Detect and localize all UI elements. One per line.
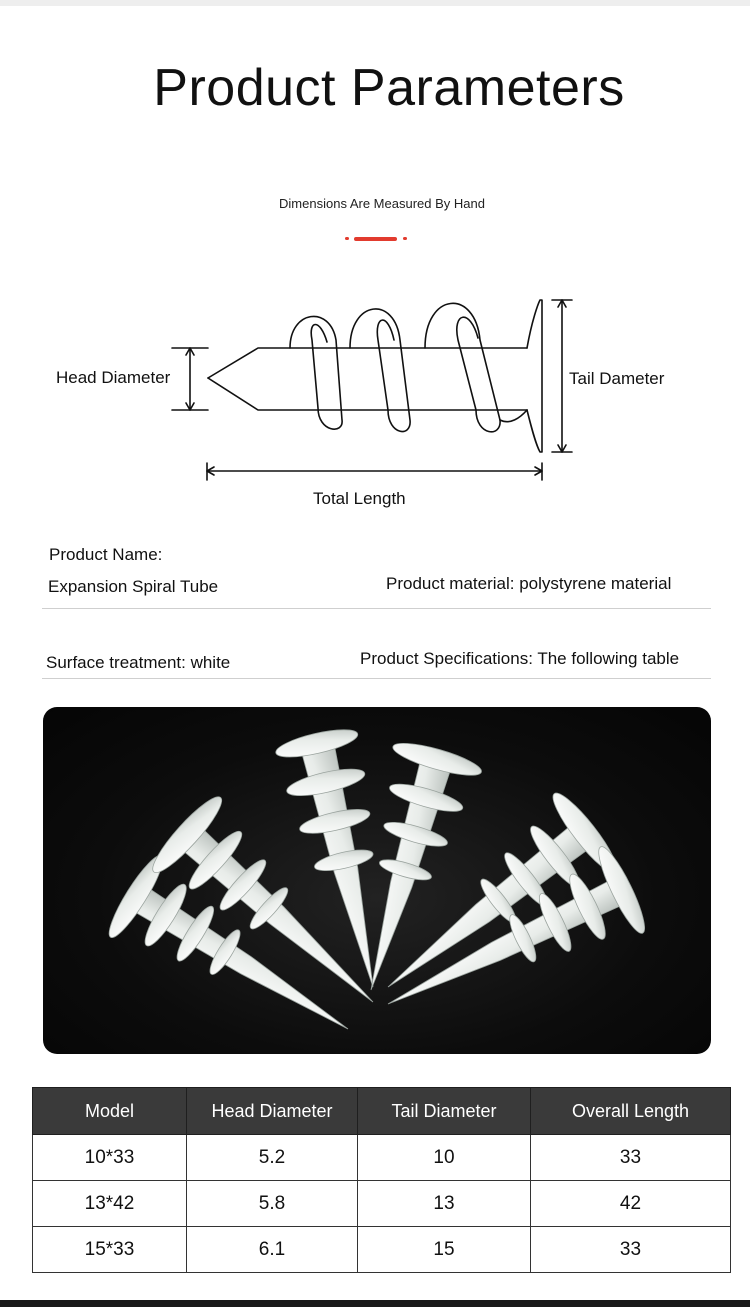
product-photo <box>43 707 711 1054</box>
col-header-overall-length: Overall Length <box>530 1087 731 1135</box>
divider-line <box>42 608 711 609</box>
table-cell: 15 <box>357 1226 531 1273</box>
page-subtitle: Dimensions Are Measured By Hand <box>279 196 485 211</box>
product-name-value: Expansion Spiral Tube <box>48 577 219 596</box>
top-border <box>0 0 750 6</box>
total-length-label: Total Length <box>313 489 406 508</box>
dimension-diagram: Head Diameter Tail Dameter Total Length <box>0 280 750 520</box>
table-cell: 6.1 <box>186 1226 358 1273</box>
product-specifications: Product Specifications: The following ta… <box>360 649 680 668</box>
table-header-row: Model Head Diameter Tail Diameter Overal… <box>32 1087 731 1135</box>
head-diameter-label: Head Diameter <box>56 368 171 387</box>
table-cell: 5.2 <box>186 1134 358 1181</box>
table-row: 15*33 6.1 15 33 <box>32 1226 731 1273</box>
spiral-anchors-image <box>108 729 645 1030</box>
accent-dash <box>354 237 397 241</box>
table-cell: 42 <box>530 1180 731 1227</box>
accent-dot <box>403 237 407 240</box>
specifications-table: Model Head Diameter Tail Diameter Overal… <box>32 1087 731 1273</box>
table-cell: 15*33 <box>32 1226 187 1273</box>
col-header-tail-diameter: Tail Diameter <box>357 1087 531 1135</box>
accent-divider <box>340 234 412 244</box>
table-cell: 13 <box>357 1180 531 1227</box>
col-header-head-diameter: Head Diameter <box>186 1087 358 1135</box>
product-material: Product material: polystyrene material <box>386 574 672 593</box>
table-row: 13*42 5.8 13 42 <box>32 1180 731 1227</box>
tail-diameter-label: Tail Dameter <box>569 369 665 388</box>
table-row: 10*33 5.2 10 33 <box>32 1134 731 1181</box>
table-cell: 33 <box>530 1226 731 1273</box>
table-cell: 10*33 <box>32 1134 187 1181</box>
bottom-border <box>0 1300 750 1307</box>
product-name-label: Product Name: <box>49 545 163 564</box>
col-header-model: Model <box>32 1087 187 1135</box>
table-cell: 13*42 <box>32 1180 187 1227</box>
divider-line <box>42 678 711 679</box>
table-cell: 10 <box>357 1134 531 1181</box>
table-cell: 5.8 <box>186 1180 358 1227</box>
table-cell: 33 <box>530 1134 731 1181</box>
surface-treatment: Surface treatment: white <box>46 653 231 672</box>
screw-anchor-drawing <box>171 299 573 481</box>
page-title: Product Parameters <box>153 59 625 117</box>
accent-dot <box>345 237 349 240</box>
